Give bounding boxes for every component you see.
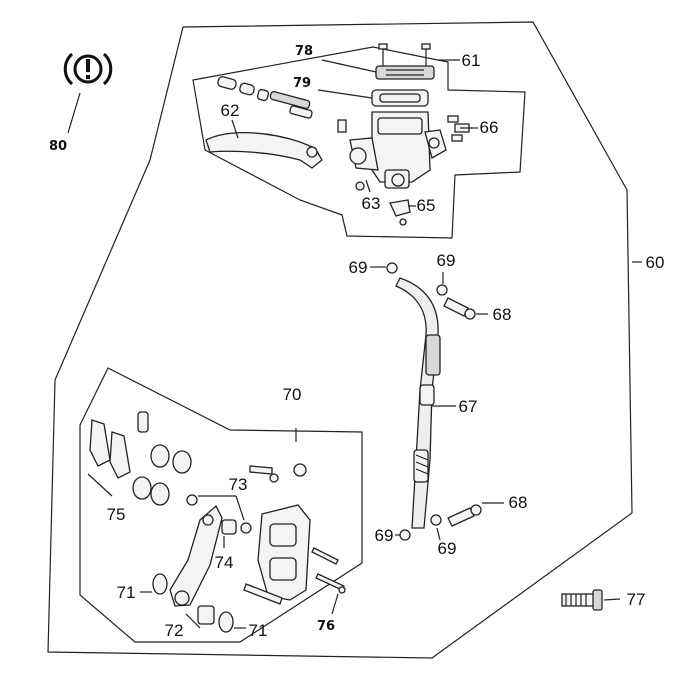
leader-69d [436,527,441,541]
label-65: 65 [417,196,436,215]
bushings-73-74 [186,494,252,535]
washers-69 [386,262,448,541]
brake-pads-75 [89,419,131,479]
label-74: 74 [215,553,234,572]
pistons-seals [132,411,192,506]
piston-kit [217,76,313,119]
label-79: 79 [293,76,311,91]
leader-63 [365,179,371,193]
nut-63 [355,181,365,191]
bolt-77 [561,589,603,611]
pins-76 [311,547,346,594]
label-69-top-right: 69 [437,251,456,270]
assembly-outline [47,21,633,659]
clamp-65 [389,199,411,217]
leader-72 [185,613,201,629]
label-67: 67 [459,397,478,416]
label-71-left: 71 [117,583,136,602]
label-69-top-left: 69 [349,258,368,277]
label-70: 70 [283,385,302,404]
brake-hose [395,277,441,529]
master-cylinder-body [337,111,447,189]
label-77: 77 [627,590,646,609]
label-63: 63 [362,194,381,213]
label-69-bottom-left: 69 [375,526,394,545]
leader-75 [87,473,113,497]
leader-73b [235,495,245,521]
leader-78 [321,59,377,73]
banjo-bolts-68 [443,297,482,527]
leader-79 [317,89,373,99]
label-71-right: 71 [249,621,268,640]
label-76: 76 [317,619,335,634]
caliper-box [79,367,363,643]
brake-warning-icon [63,52,113,86]
label-68-bottom: 68 [509,493,528,512]
label-78: 78 [295,44,313,59]
caliper-bracket-72 [169,504,223,607]
leader-80 [67,92,81,134]
label-61: 61 [462,51,481,70]
washers-71 [152,573,234,633]
label-62: 62 [221,101,240,120]
label-69-bottom-right: 69 [438,539,457,558]
label-73: 73 [229,475,248,494]
brake-lever [205,131,323,169]
leader-77 [603,598,621,601]
label-80: 80 [49,139,67,154]
label-68-top: 68 [493,305,512,324]
caliper-body [243,463,311,605]
leader-62 [231,119,239,139]
master-cylinder-box [192,46,526,239]
label-75: 75 [107,505,126,524]
leader-76 [331,593,339,615]
label-60: 60 [646,253,665,272]
label-66: 66 [480,118,499,137]
reservoir-cap [371,43,435,107]
label-72: 72 [165,621,184,640]
